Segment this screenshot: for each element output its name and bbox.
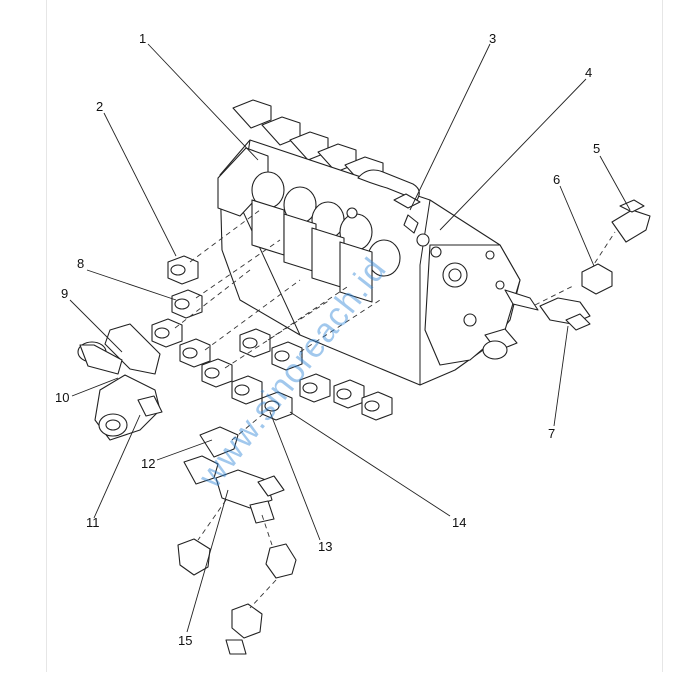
callout-8: 8 [77,256,84,271]
solenoid-coils [217,147,401,303]
callout-2: 2 [96,99,103,114]
callout-13: 13 [318,539,332,554]
left-elbow-fittings [77,323,163,441]
callout-10: 10 [55,390,69,405]
callout-5: 5 [593,141,600,156]
callout-15: 15 [178,633,192,648]
callout-11: 11 [86,515,100,530]
callout-7: 7 [548,426,555,441]
callout-9: 9 [61,286,68,301]
leader-lines [69,43,631,633]
right-fittings [539,199,651,331]
callout-1: 1 [139,31,146,46]
bottom-fittings [177,409,297,655]
callout-4: 4 [585,65,592,80]
frame-border-right [662,0,663,672]
callout-14: 14 [452,515,466,530]
callout-3: 3 [489,31,496,46]
callout-12: 12 [141,456,155,471]
top-levers [357,169,442,258]
callout-6: 6 [553,172,560,187]
callout-labels: 1 2 3 4 5 6 7 8 9 10 11 12 13 14 15 [55,31,600,648]
frame-border-left [46,0,47,672]
port-fittings [151,209,616,421]
